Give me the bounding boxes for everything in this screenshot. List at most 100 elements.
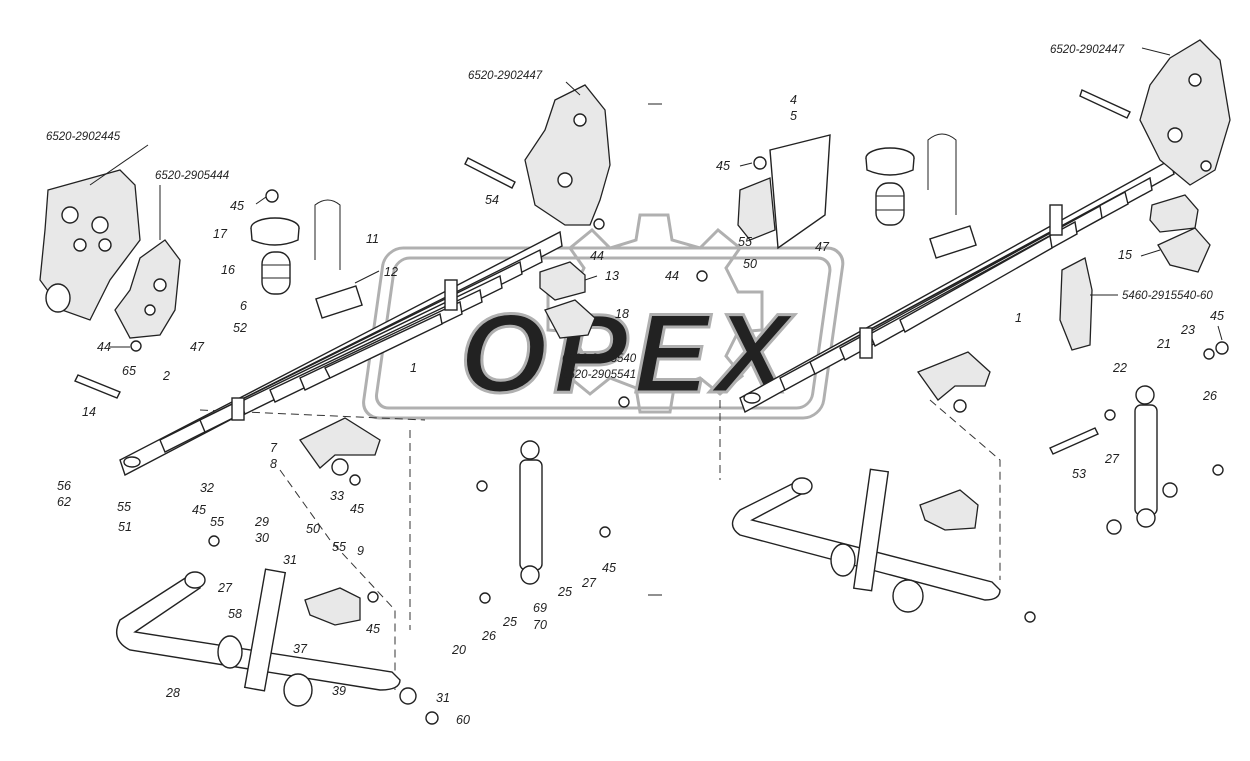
- stabilizer-bar-right: [731, 477, 1001, 601]
- mount-15: [1149, 194, 1199, 233]
- label-28: 28: [165, 686, 180, 700]
- pn-6520-2902445: 6520-2902445: [46, 131, 121, 143]
- label-62: 62: [57, 495, 71, 509]
- label-45f: 45: [366, 622, 380, 636]
- label-44b: 44: [590, 249, 604, 263]
- plate-4-5: [769, 134, 831, 250]
- label-55d: 55: [332, 540, 346, 554]
- label-2: 2: [162, 369, 170, 383]
- u-bolt-left: [314, 199, 341, 270]
- label-15: 15: [1118, 248, 1132, 262]
- label-45g: 45: [602, 561, 616, 575]
- pn-6520-2905541: 6520-2905541: [562, 369, 636, 381]
- mount-18: [544, 299, 596, 339]
- label-53: 53: [1072, 467, 1086, 481]
- label-8: 8: [270, 457, 277, 471]
- pn-6520-2902447-center: 6520-2902447: [468, 70, 543, 82]
- label-11: 11: [366, 232, 379, 246]
- label-55c: 55: [210, 515, 224, 529]
- label-50a: 50: [743, 257, 757, 271]
- label-65: 65: [122, 364, 136, 378]
- bracket-5460-2915540-60: [1059, 257, 1093, 351]
- label-30: 30: [255, 531, 269, 545]
- callout-leaders: [89, 47, 1223, 348]
- label-26a: 26: [481, 629, 496, 643]
- bracket-6520-2902447-center: [524, 84, 611, 226]
- pn-5460-2915540-60: 5460-2915540-60: [1122, 290, 1213, 302]
- watermark-text: OPEX: [460, 291, 796, 416]
- bump-stop-right: [865, 147, 915, 226]
- label-22: 22: [1112, 361, 1127, 375]
- pn-6520-2905540: 6520-2905540: [562, 353, 637, 365]
- bracket-6520-2902447-right: [1139, 39, 1231, 186]
- bracket-6520-2902445: [39, 169, 141, 321]
- label-55a: 55: [738, 235, 752, 249]
- callout-labels: 1 1 2 4 5 6 7 8 9 11 12 13 14 15 16 17 1…: [57, 93, 1224, 727]
- label-12: 12: [384, 265, 398, 279]
- label-51: 51: [118, 520, 132, 534]
- bump-stop-left: [250, 217, 300, 295]
- label-7: 7: [270, 441, 278, 455]
- bracket-right-lower: [919, 489, 979, 531]
- label-32: 32: [200, 481, 214, 495]
- label-18: 18: [615, 307, 629, 321]
- spring-pad-left: [315, 285, 363, 319]
- fasteners: [130, 156, 1229, 725]
- label-29: 29: [254, 515, 269, 529]
- label-13: 13: [605, 269, 619, 283]
- watermark: OPEX: [362, 213, 845, 420]
- shock-absorber-left: [519, 440, 543, 585]
- label-69: 69: [533, 601, 547, 615]
- bracket-55: [737, 177, 776, 241]
- leaf-spring-left: [119, 230, 563, 477]
- label-45b: 45: [716, 159, 730, 173]
- label-39: 39: [332, 684, 346, 698]
- label-52: 52: [233, 321, 247, 335]
- bolt-53: [1049, 427, 1099, 455]
- label-27c: 27: [1104, 452, 1120, 466]
- leaf-spring-right: [739, 158, 1175, 414]
- pn-6520-2902447-right: 6520-2902447: [1050, 44, 1125, 56]
- label-1-left: 1: [410, 361, 417, 375]
- label-70: 70: [533, 618, 547, 632]
- label-27b: 27: [581, 576, 597, 590]
- label-27a: 27: [217, 581, 233, 595]
- mount-13: [539, 261, 586, 301]
- label-26b: 26: [1202, 389, 1217, 403]
- label-33: 33: [330, 489, 344, 503]
- pn-6520-2905444: 6520-2905444: [155, 170, 229, 182]
- label-31b: 31: [436, 691, 450, 705]
- label-1-right: 1: [1015, 311, 1022, 325]
- label-31a: 31: [283, 553, 297, 567]
- label-25a: 25: [502, 615, 517, 629]
- label-4: 4: [790, 93, 797, 107]
- pin-14: [74, 374, 121, 399]
- label-20: 20: [451, 643, 466, 657]
- leader-lines: [199, 399, 1001, 690]
- bolt-54: [464, 157, 516, 189]
- label-47a: 47: [190, 340, 205, 354]
- bracket-right-upper: [916, 351, 991, 401]
- mount-15b: [1157, 227, 1211, 273]
- label-45d: 45: [350, 502, 364, 516]
- bracket-6520-2905444: [114, 239, 181, 339]
- label-21: 21: [1156, 337, 1171, 351]
- label-54: 54: [485, 193, 499, 207]
- label-14: 14: [82, 405, 96, 419]
- label-25b: 25: [557, 585, 572, 599]
- shock-absorber-right: [1134, 385, 1158, 528]
- label-56: 56: [57, 479, 71, 493]
- link-left: [217, 568, 313, 707]
- part-number-labels: 6520-2902445 6520-2905444 6520-2902447 6…: [46, 44, 1213, 381]
- spring-pad-right: [929, 225, 977, 259]
- label-44a: 44: [97, 340, 111, 354]
- label-5: 5: [790, 109, 797, 123]
- label-16: 16: [221, 263, 235, 277]
- bracket-9: [304, 587, 361, 626]
- label-47b: 47: [815, 240, 830, 254]
- label-45a: 45: [230, 199, 244, 213]
- label-58: 58: [228, 607, 242, 621]
- label-50b: 50: [306, 522, 320, 536]
- label-44c: 44: [665, 269, 679, 283]
